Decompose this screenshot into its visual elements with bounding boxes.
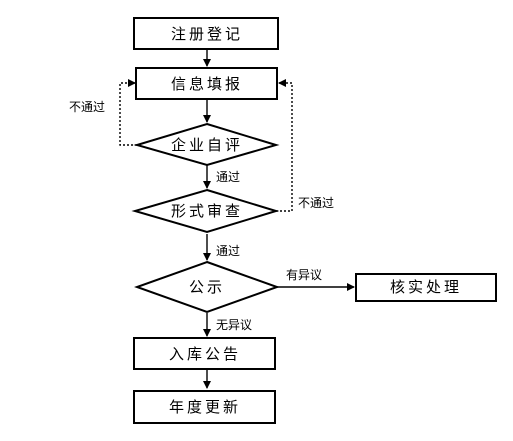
label-formal-pass: 通过: [216, 244, 240, 258]
node-self-eval: [133, 122, 280, 167]
node-register: [133, 17, 279, 50]
label-selfeval-pass: 通过: [216, 170, 240, 184]
label-formal-fail: 不通过: [298, 196, 334, 210]
edge-selfeval-fail-loop: [119, 79, 137, 146]
node-verify: [355, 273, 497, 302]
label-objection: 有异议: [286, 268, 322, 282]
label-selfeval-fail: 不通过: [69, 100, 105, 114]
node-announce: [133, 337, 276, 370]
label-register: 注册登记: [171, 25, 243, 43]
label-annual-update: 年度更新: [169, 398, 241, 416]
node-formal-review: [131, 188, 280, 234]
label-no-objection: 无异议: [216, 318, 252, 332]
label-fill-info: 信息填报: [171, 75, 243, 93]
edge-formal-fail-loop: [276, 79, 293, 212]
label-publicity: 公示: [189, 278, 225, 296]
node-publicity: [134, 260, 280, 314]
label-verify: 核实处理: [390, 278, 462, 296]
node-annual-update: [133, 390, 276, 424]
label-formal-review: 形式审查: [171, 202, 243, 220]
label-self-eval: 企业自评: [171, 136, 243, 154]
label-announce: 入库公告: [169, 345, 241, 363]
node-fill-info: [135, 67, 278, 100]
